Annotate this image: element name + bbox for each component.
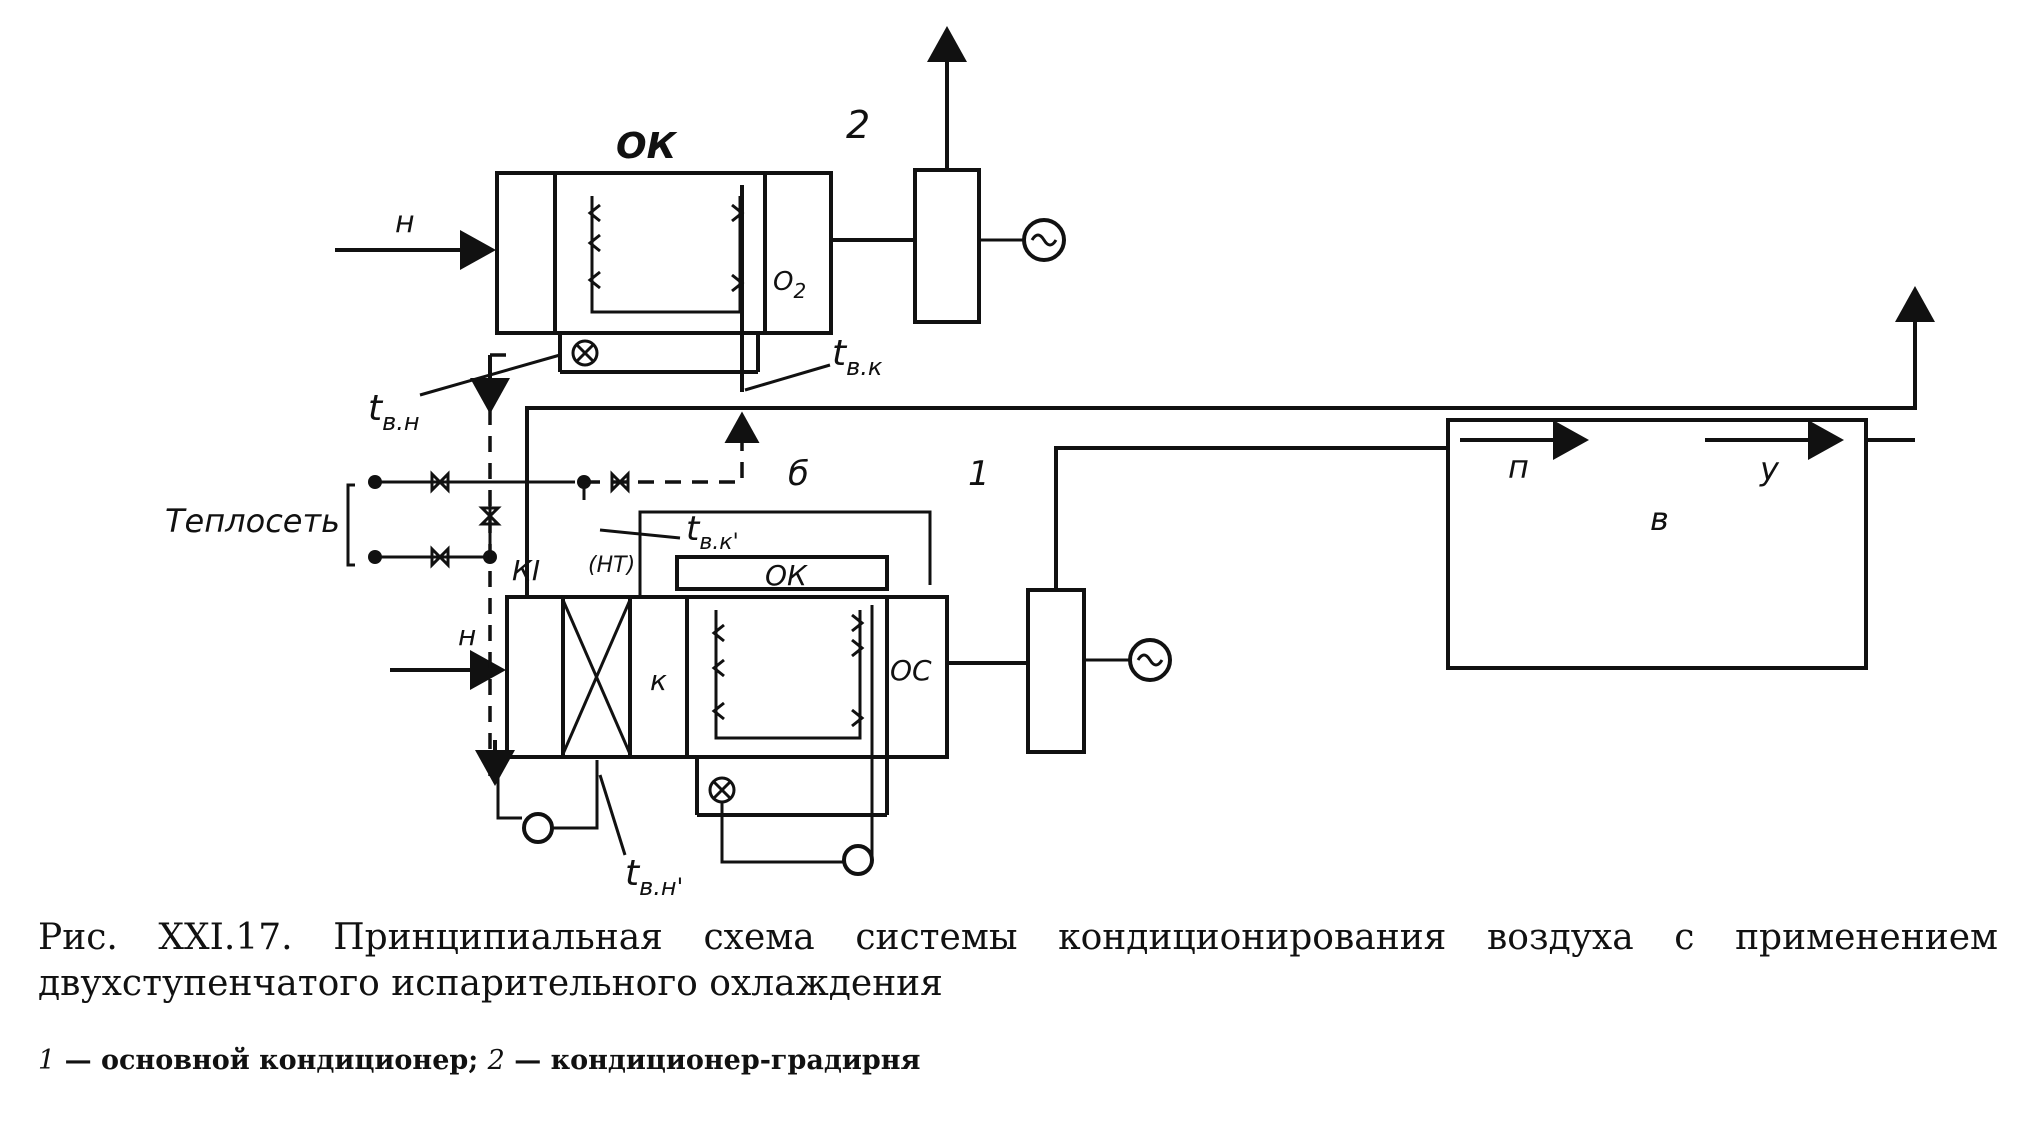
label-t-vn: tв.н xyxy=(368,388,420,436)
label-v: в xyxy=(1650,500,1669,538)
label-ok-top: ОК xyxy=(616,126,678,167)
label-unit-2: 2 xyxy=(846,103,870,147)
spray-pipes-top xyxy=(590,196,742,314)
label-b: б xyxy=(788,454,809,494)
fan-unit-1 xyxy=(1026,588,1086,754)
label-teploset: Теплосеть xyxy=(165,502,340,540)
figure-legend: 1 — основной кондиционер; 2 — кондиционе… xyxy=(38,1045,920,1076)
label-n-bottom: н xyxy=(458,619,476,652)
valve-icon xyxy=(610,470,630,494)
label-u: у xyxy=(1759,450,1780,488)
motor-icon-bottom xyxy=(1128,638,1172,682)
unit-1-housing xyxy=(505,595,949,759)
pump-icon xyxy=(571,339,599,367)
valve-icon xyxy=(478,506,502,526)
motor-icon xyxy=(1022,218,1066,262)
circulation-pump-icon xyxy=(842,844,874,876)
label-p: п xyxy=(1508,448,1529,486)
room-box xyxy=(1446,418,1868,670)
label-t-vk2: tв.к' xyxy=(686,509,739,555)
air-conditioning-schematic: ОК 2 н О2 tв.к tв.н б 1 Теплосеть КI (НТ… xyxy=(165,26,1935,900)
legend-1-number: 1 xyxy=(38,1045,56,1076)
spray-pipes-bottom xyxy=(714,610,862,740)
legend-2-text: — кондиционер-градирня xyxy=(504,1045,921,1076)
legend-1-text: — основной кондиционер; xyxy=(55,1045,488,1076)
unit-2-housing xyxy=(495,171,833,335)
unit-1-main-conditioner xyxy=(390,286,1935,876)
label-ok-bottom: ОК xyxy=(765,559,808,592)
heat-network xyxy=(346,353,760,786)
figure-caption: Рис. XXI.17. Принципиальная схема систем… xyxy=(38,917,1998,1004)
unit-2-cooling-tower xyxy=(335,26,1066,392)
label-n-top: н xyxy=(395,205,415,240)
label-t-vn2: tв.н' xyxy=(625,853,683,900)
valve-icon xyxy=(430,545,450,569)
k1-pump-icon xyxy=(522,812,554,844)
label-unit-1: 1 xyxy=(968,454,990,494)
room-v xyxy=(1446,418,1915,670)
label-o2: О2 xyxy=(773,267,806,303)
label-k: к xyxy=(650,664,667,697)
legend-2-number: 2 xyxy=(487,1045,505,1076)
return-duct xyxy=(525,286,1935,597)
valve-icon xyxy=(430,470,450,494)
heat-exchanger-k1 xyxy=(561,599,632,755)
ok-header-bottom xyxy=(675,555,889,591)
pump-icon-bottom xyxy=(708,776,736,804)
label-oc: ОС xyxy=(890,654,932,687)
fan-unit-2 xyxy=(913,168,981,324)
supply-duct xyxy=(1054,446,1450,590)
label-k1: КI xyxy=(512,554,540,587)
label-nt: (НТ) xyxy=(588,553,635,578)
label-t-vk: tв.к xyxy=(832,333,883,381)
